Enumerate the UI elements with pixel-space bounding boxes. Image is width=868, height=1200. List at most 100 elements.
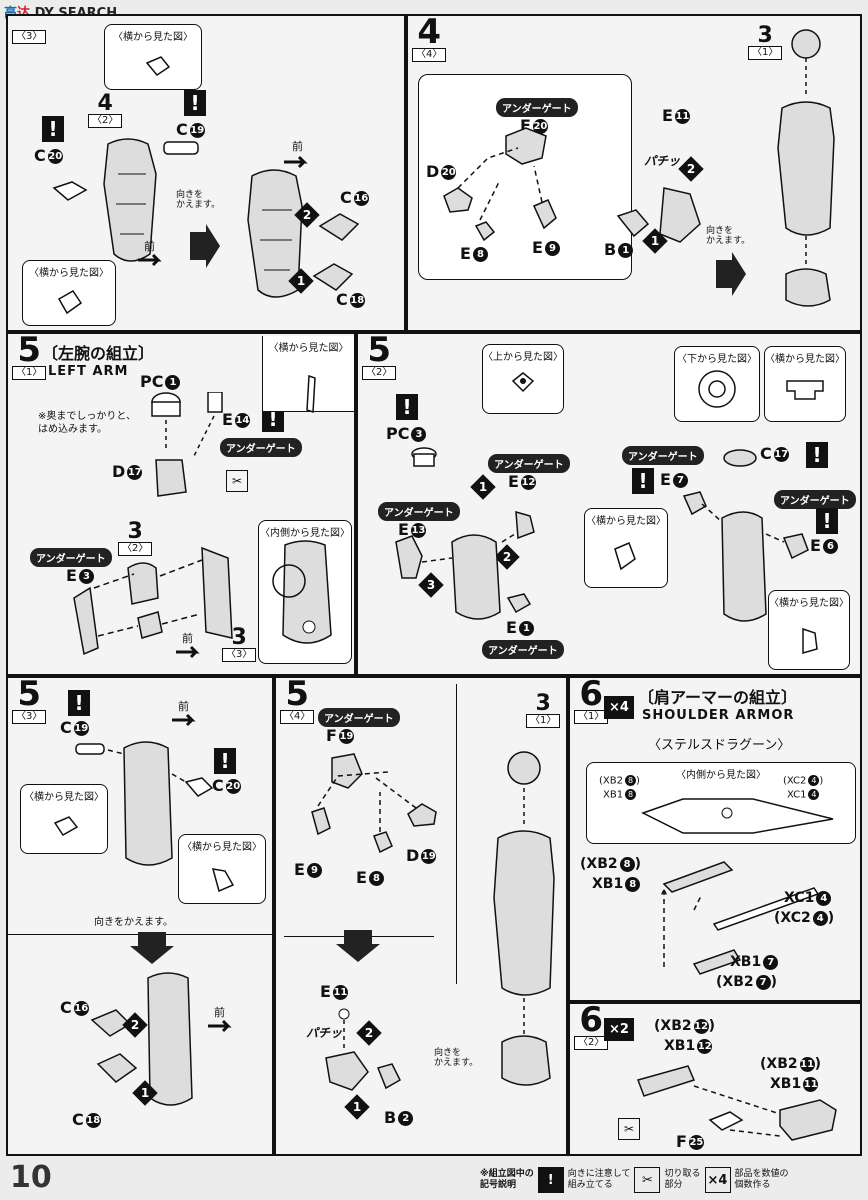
side-view-callout-right: 〈横から見た図〉 <box>768 590 850 670</box>
side-view-callout: 〈横から見た図〉 <box>262 336 354 414</box>
under-gate-tag: アンダーゲート <box>378 502 460 521</box>
upper-arm-assembly-drawing <box>682 491 809 622</box>
forearm-assembly-drawing <box>395 510 535 620</box>
under-gate-tag: アンダーゲート <box>488 454 570 473</box>
turn-arrow-icon <box>716 252 746 296</box>
part-c19-sketch <box>163 141 199 155</box>
quantity-badge: ×4 <box>604 696 634 719</box>
step-label: 5 〈1〉 <box>12 333 47 380</box>
under-gate-tag: アンダーゲート <box>622 446 704 465</box>
turn-note: 向きを かえます。 <box>434 1048 479 1068</box>
turn-down-arrow-icon <box>130 932 174 964</box>
inner-view-callout: 〈内側から見た図〉 <box>258 520 352 664</box>
step-order-1: 1 <box>470 474 496 500</box>
front-label: 前 <box>178 700 189 713</box>
part-sketch <box>57 290 83 315</box>
part-sketch <box>511 372 535 393</box>
part-c16-sketch <box>318 213 360 241</box>
turn-bracket <box>456 684 464 984</box>
bottom-view-callout: 〈下から見た図〉 <box>674 346 760 422</box>
snap-sound-label: パチッ <box>306 1026 343 1040</box>
caution-icon: ! <box>184 90 206 116</box>
turn-note: 向きを かえます。 <box>176 190 221 210</box>
top-view-callout: 〈上から見た図〉 <box>482 344 564 414</box>
step-label: 5 〈3〉 <box>12 677 47 724</box>
arm-assembly-drawing <box>777 29 835 307</box>
turn-note: 向きを かえます。 <box>706 226 751 246</box>
panel-step-6-1: 6 〈1〉 ×4 〔肩アーマーの組立〕 SHOULDER ARMOR 〈ステルス… <box>568 676 862 1002</box>
front-arrow-icon <box>208 1019 232 1033</box>
section-title-jp: 〔左腕の組立〕 <box>42 344 155 363</box>
subassembly-parts-drawing <box>311 753 437 854</box>
subassembly-parts-drawing <box>443 127 557 242</box>
front-arrow-icon <box>284 155 308 169</box>
under-gate-tag: アンダーゲート <box>774 490 856 509</box>
step-order-1: 1 <box>344 1094 370 1120</box>
part-c20-sketch <box>52 181 88 201</box>
caution-icon: ! <box>68 690 90 716</box>
side-view-callout: 〈横から見た図〉 <box>764 346 846 422</box>
caution-icon: ! <box>214 748 236 774</box>
part-sketch <box>272 540 332 644</box>
arm-assembly-drawing <box>75 741 214 866</box>
part-e1-sketch <box>506 593 532 614</box>
turn-down-arrow-icon <box>336 930 380 962</box>
ref-step: 3 〈3〉 <box>222 627 257 662</box>
under-gate-tag: アンダーゲート <box>318 708 400 727</box>
part-c18-sketch <box>312 263 354 291</box>
side-view-callout-bottom: 〈横から見た図〉 <box>22 260 116 326</box>
step-order-2: 2 <box>122 1012 148 1038</box>
part-sketch <box>614 542 636 571</box>
under-gate-tag: アンダーゲート <box>496 98 578 117</box>
under-gate-tag: アンダーゲート <box>220 438 302 457</box>
front-label: 前 <box>144 240 155 253</box>
caution-icon: ! <box>42 116 64 142</box>
front-label: 前 <box>292 140 303 153</box>
legend-title: ※組立図中の 記号説明 <box>480 1169 534 1190</box>
arm-subassembly-drawing <box>73 546 233 656</box>
symbol-legend: ※組立図中の 記号説明 ! 向きに注意して 組み立てる ✂ 切り取る 部分 ×4… <box>480 1163 789 1197</box>
section-title-en: LEFT ARM <box>48 364 129 379</box>
pc1-part-drawing <box>151 392 223 497</box>
side-view-callout-left: 〈横から見た図〉 <box>584 508 668 588</box>
part-sketch <box>786 380 824 400</box>
cut-icon: ✂ <box>226 470 248 492</box>
turn-arrow-icon <box>190 224 220 268</box>
insert-note: ※奥までしっかりと、 はめ込みます。 <box>38 411 136 435</box>
shoulder-armor-assembly-drawing <box>637 1065 837 1141</box>
step-label: 6 〈2〉 <box>574 1003 609 1050</box>
